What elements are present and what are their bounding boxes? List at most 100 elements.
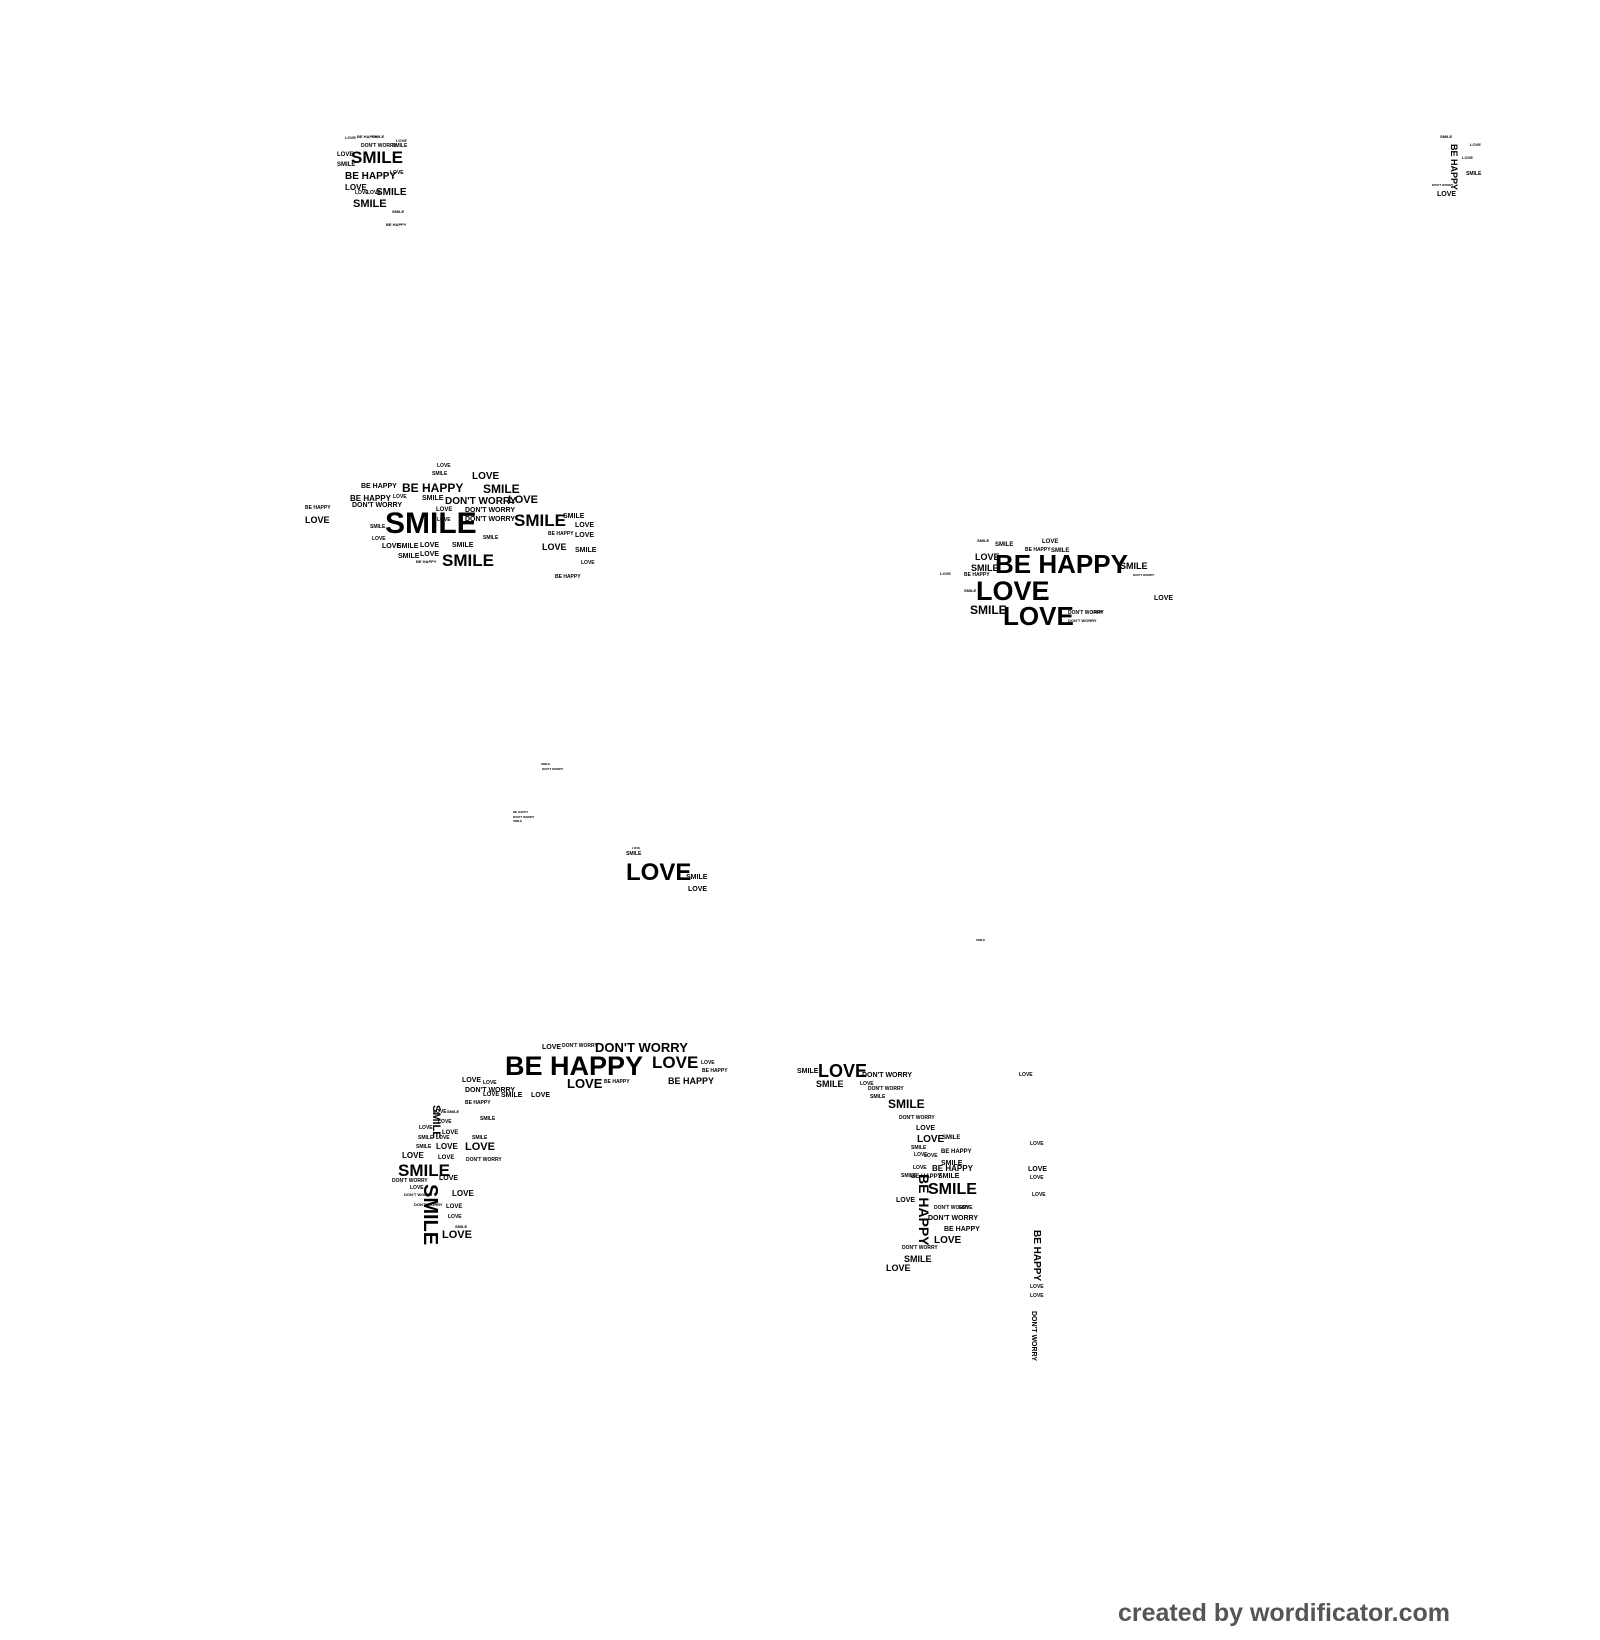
word: SMILE bbox=[419, 1184, 441, 1246]
word: BE HAPPY bbox=[1031, 1230, 1042, 1282]
word: SMILE bbox=[942, 1135, 961, 1141]
word: LOVE bbox=[934, 1235, 962, 1246]
word: DON'T WORRY bbox=[445, 496, 517, 507]
word: DON'T WORRY bbox=[934, 1205, 970, 1211]
word: LOVE bbox=[448, 1214, 462, 1220]
word: LOVE bbox=[581, 560, 595, 566]
word: LOVE bbox=[472, 471, 500, 482]
word: SMILE bbox=[418, 1135, 434, 1141]
word: LOVE bbox=[436, 1142, 458, 1151]
word: SMILE bbox=[513, 819, 523, 823]
word: LOVE bbox=[438, 1119, 452, 1125]
word: LOVE bbox=[542, 1044, 562, 1051]
word: DON'T WORRY bbox=[1068, 610, 1104, 616]
word: LOVE bbox=[433, 1109, 447, 1115]
word: BE HAPPY bbox=[350, 494, 391, 503]
word: SMILE bbox=[422, 495, 444, 502]
word: LOVE bbox=[1437, 191, 1457, 198]
word: LOVE bbox=[396, 138, 407, 143]
word: DON'T WORRY bbox=[392, 1178, 428, 1184]
word: SMILE bbox=[964, 588, 977, 593]
word: BE HAPPY bbox=[345, 171, 397, 182]
word: SMILE bbox=[970, 603, 1007, 617]
word: LOVE bbox=[442, 1229, 472, 1241]
word: BE HAPPY bbox=[555, 574, 581, 580]
word: LOVE bbox=[382, 543, 402, 550]
word: LOVE bbox=[976, 576, 1050, 606]
word: LOVE bbox=[1038, 595, 1049, 600]
word: SMILE bbox=[541, 762, 551, 766]
word: BE HAPPY bbox=[941, 1149, 972, 1155]
word: LOVE bbox=[626, 859, 692, 886]
word: SMILE bbox=[563, 513, 585, 520]
word: LOVE bbox=[1154, 595, 1174, 602]
word: SMILE bbox=[976, 938, 986, 942]
word: SMILE bbox=[432, 471, 448, 477]
word: SMILE bbox=[870, 1094, 886, 1100]
word: DON'T WORRY bbox=[562, 1043, 598, 1049]
word: LOVE bbox=[420, 542, 440, 549]
word: SMILE bbox=[483, 482, 520, 496]
word: LOVE bbox=[1032, 1192, 1046, 1198]
word: DON'T WORRY bbox=[928, 1215, 979, 1222]
word: LOVE bbox=[337, 152, 354, 158]
word: BE HAPPY bbox=[305, 505, 331, 511]
word: DON'T WORRY bbox=[1030, 1311, 1037, 1362]
word: SMILE bbox=[901, 1173, 917, 1179]
word: LOVE bbox=[1042, 539, 1059, 545]
word: LOVE bbox=[916, 1125, 936, 1132]
word: LOVE bbox=[1003, 601, 1074, 631]
word: BE HAPPY bbox=[357, 134, 378, 139]
word: SMILE bbox=[472, 1135, 488, 1141]
word: SMILE bbox=[1466, 171, 1482, 177]
word: DON'T WORRY bbox=[595, 1040, 688, 1055]
word: LOVE bbox=[975, 552, 1000, 562]
word: DON'T WORRY bbox=[465, 516, 516, 523]
word: LOVE bbox=[439, 1175, 459, 1182]
word: SMILE bbox=[416, 1144, 432, 1150]
word: LOVE bbox=[305, 515, 330, 525]
word: SMILE bbox=[816, 1079, 844, 1089]
word: LOVE bbox=[940, 571, 951, 576]
word: SMILE bbox=[501, 1092, 523, 1099]
word: LOVE bbox=[1019, 1072, 1033, 1078]
word: DON'T WORRY bbox=[1432, 183, 1454, 187]
word: LOVE bbox=[508, 494, 538, 506]
word: LOVE bbox=[436, 507, 453, 513]
word: LOVE bbox=[419, 1125, 433, 1131]
word: SMILE bbox=[385, 507, 477, 540]
word: SMILE bbox=[455, 1224, 468, 1229]
word: LOVE bbox=[345, 135, 356, 140]
word: LOVE bbox=[924, 1153, 938, 1159]
word: SMILE bbox=[995, 542, 1014, 548]
word: LOVE bbox=[367, 190, 381, 196]
word: SMILE bbox=[911, 1145, 927, 1151]
word: SMILE bbox=[575, 547, 597, 554]
word: LOVE bbox=[575, 532, 595, 539]
word: LOVE bbox=[437, 463, 451, 469]
word: LOVE bbox=[575, 522, 595, 529]
word: LOVE bbox=[688, 886, 708, 893]
word: LOVE bbox=[914, 1152, 928, 1158]
word: LOVE bbox=[959, 1205, 973, 1211]
word: LOVE bbox=[1462, 155, 1473, 160]
word: LOVE bbox=[913, 1165, 927, 1171]
word: SMILE bbox=[351, 148, 403, 167]
word: LOVE bbox=[542, 542, 567, 552]
word: SMILE bbox=[971, 563, 999, 573]
word: BE HAPPY bbox=[944, 1226, 980, 1233]
word: SMILE bbox=[888, 1097, 925, 1111]
word: LOVE bbox=[531, 1092, 551, 1099]
word: LOVE bbox=[393, 494, 407, 500]
word: SMILE bbox=[977, 538, 990, 543]
word: DON'T WORRY bbox=[466, 1157, 502, 1163]
word: SMILE bbox=[447, 1109, 460, 1114]
word: LOVE bbox=[483, 1080, 497, 1086]
word: BE HAPPY bbox=[386, 222, 407, 227]
word: LOVE bbox=[860, 1081, 874, 1087]
word: LOVE bbox=[652, 1053, 699, 1072]
word: SMILE bbox=[1440, 134, 1453, 139]
word: BE HAPPY bbox=[1025, 547, 1051, 553]
word: SMILE bbox=[514, 511, 566, 530]
word: DON'T WORRY bbox=[1068, 618, 1097, 623]
